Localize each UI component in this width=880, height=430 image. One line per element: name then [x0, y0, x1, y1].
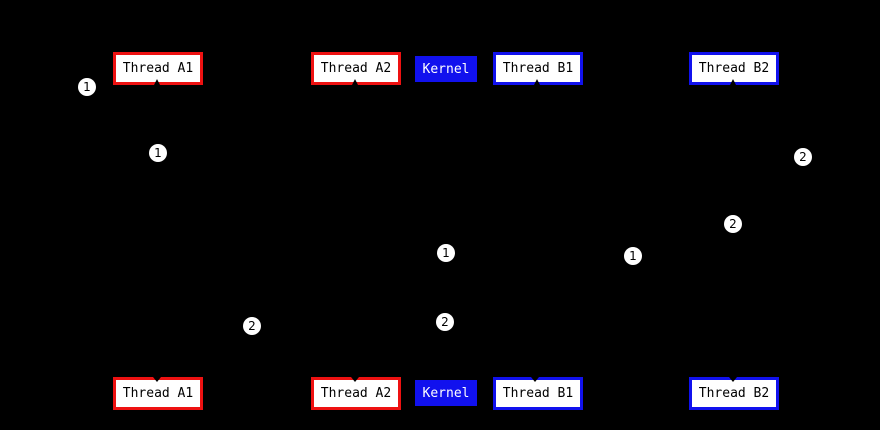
step-marker-1: 1	[149, 144, 167, 162]
step-marker-1: 1	[624, 247, 642, 265]
step-marker-2: 2	[243, 317, 261, 335]
step-marker-1: 1	[78, 78, 96, 96]
node-kernel-top: Kernel	[415, 56, 477, 82]
step-marker-2: 2	[794, 148, 812, 166]
edge-tail-notch	[352, 79, 358, 85]
node-thread-a2-bottom: Thread A2	[311, 377, 401, 410]
step-marker-2: 2	[436, 313, 454, 331]
edge-tail-notch	[730, 79, 736, 85]
edge-arrowhead-notch	[729, 377, 737, 382]
edge-arrowhead-notch	[351, 377, 359, 382]
edge-tail-notch	[534, 79, 540, 85]
edge-tail-notch	[154, 79, 160, 85]
edge-arrowhead-notch	[531, 377, 539, 382]
node-kernel-bottom: Kernel	[415, 380, 477, 406]
edge-arrowhead-notch	[153, 377, 161, 382]
step-marker-1: 1	[437, 244, 455, 262]
step-marker-2: 2	[724, 215, 742, 233]
